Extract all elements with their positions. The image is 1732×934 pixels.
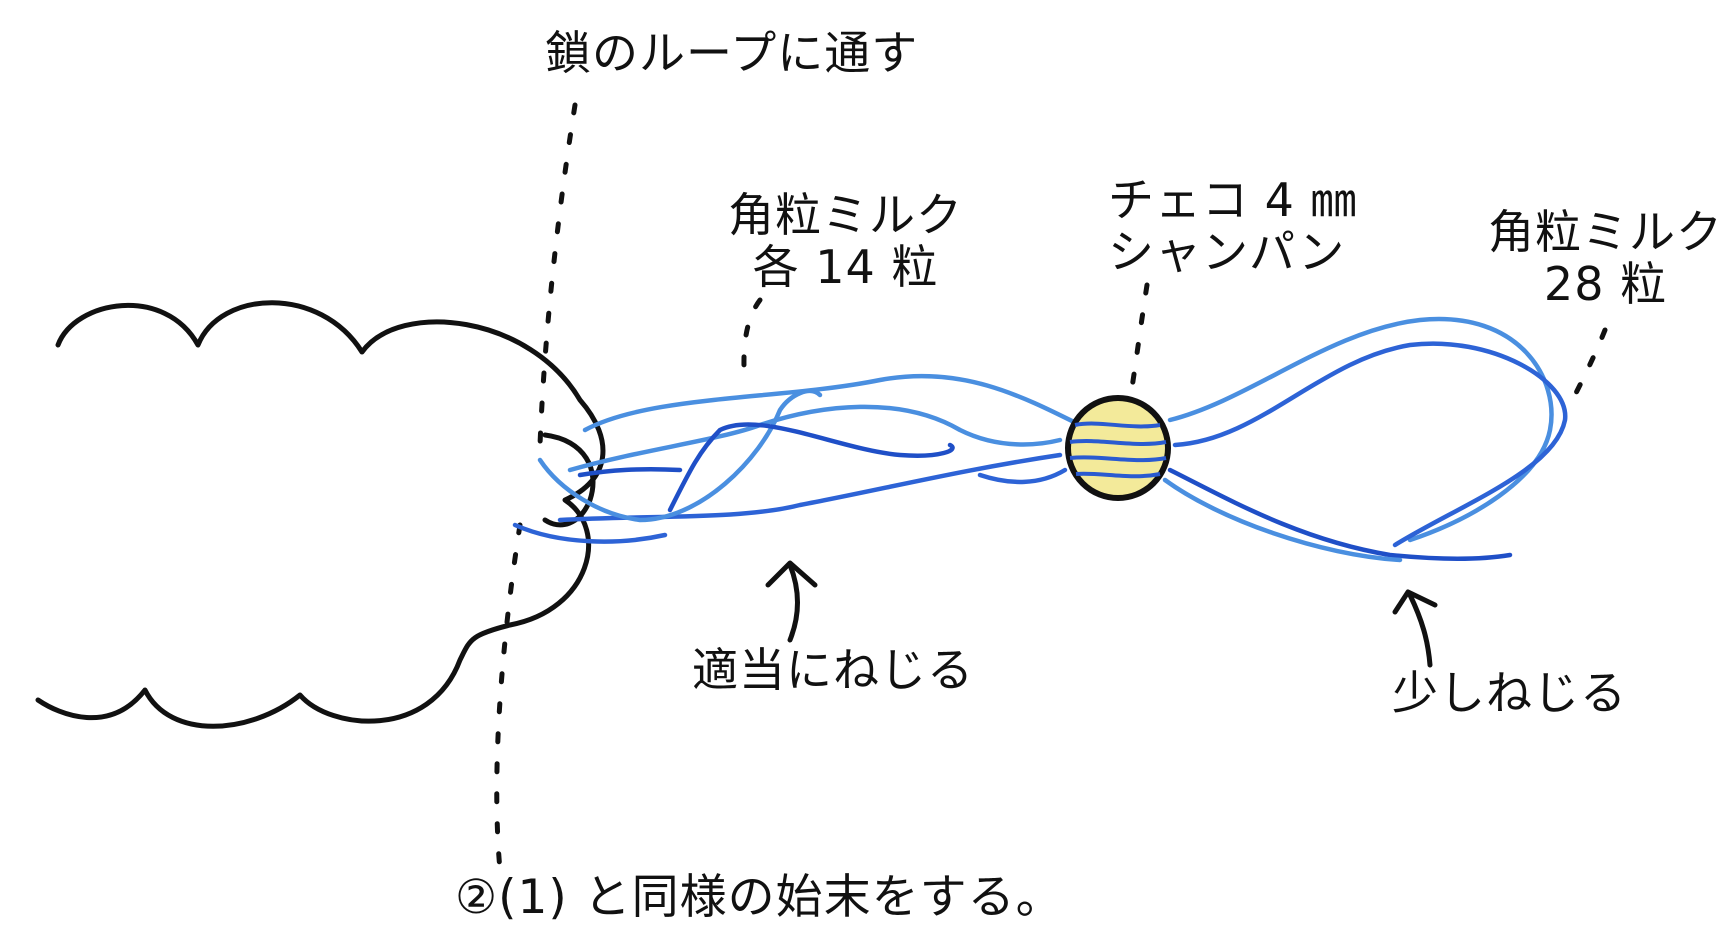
chain-scalloped-outline (35, 300, 606, 729)
label-chain-loop-text: 鎖のループに通す (545, 26, 919, 80)
thread-strand (537, 388, 823, 523)
label-twist-slightly: 少しねじる (1392, 666, 1627, 720)
thread-strand (977, 467, 1068, 485)
label-czech-bead-line1: チェコ 4 ㎜ (1108, 173, 1358, 227)
thread-strand (1162, 477, 1403, 563)
label-finish-note: ②(1) と同様の始末をする。 (455, 870, 1064, 925)
label-czech-bead-line2: シャンパン (1108, 224, 1346, 279)
label-chain-loop: 鎖のループに通す (545, 26, 919, 80)
label-square-beads-total-line1: 角粒ミルク (1488, 205, 1723, 259)
label-twist-freely: 適当にねじる (692, 643, 974, 697)
leader-square-beads-total (1572, 327, 1608, 398)
label-square-beads-each-line1: 角粒ミルク (728, 188, 963, 242)
label-square-beads-total-line2: 28 粒 (1543, 256, 1668, 311)
label-twist-freely-text: 適当にねじる (692, 643, 974, 697)
label-twist-slightly-text: 少しねじる (1392, 666, 1627, 720)
arrow-up-icon-right (1392, 589, 1438, 668)
arrow-up-icon-left (765, 560, 818, 643)
thread-strand (1172, 341, 1568, 548)
thread-strand (567, 404, 1063, 473)
thread-strands-left (512, 373, 1083, 544)
chain-inner-loop (542, 432, 596, 528)
thread-strand (557, 452, 1063, 523)
leader-czech-bead (1127, 282, 1150, 403)
leader-lines (494, 102, 1608, 873)
label-finish-note-text: ②(1) と同様の始末をする。 (455, 870, 1064, 925)
thread-strands-right (1162, 316, 1568, 563)
label-square-beads-total: 角粒ミルク 28 粒 (1488, 205, 1723, 311)
label-square-beads-each-line2: 各 14 粒 (752, 239, 939, 294)
thread-strand (1167, 316, 1554, 543)
leader-square-beads-each (741, 297, 763, 388)
thread-strand (667, 422, 955, 513)
czech-bead (1065, 395, 1171, 501)
thread-strand (1167, 467, 1513, 561)
arrows (765, 560, 1438, 668)
label-square-beads-each: 角粒ミルク 各 14 粒 (728, 188, 963, 294)
thread-strand (577, 466, 683, 478)
label-czech-bead: チェコ 4 ㎜ シャンパン (1108, 173, 1358, 279)
thread-strand (582, 373, 1083, 433)
leader-finish (494, 522, 523, 873)
leader-chain-loop (537, 102, 578, 448)
thread-strand (512, 522, 668, 544)
